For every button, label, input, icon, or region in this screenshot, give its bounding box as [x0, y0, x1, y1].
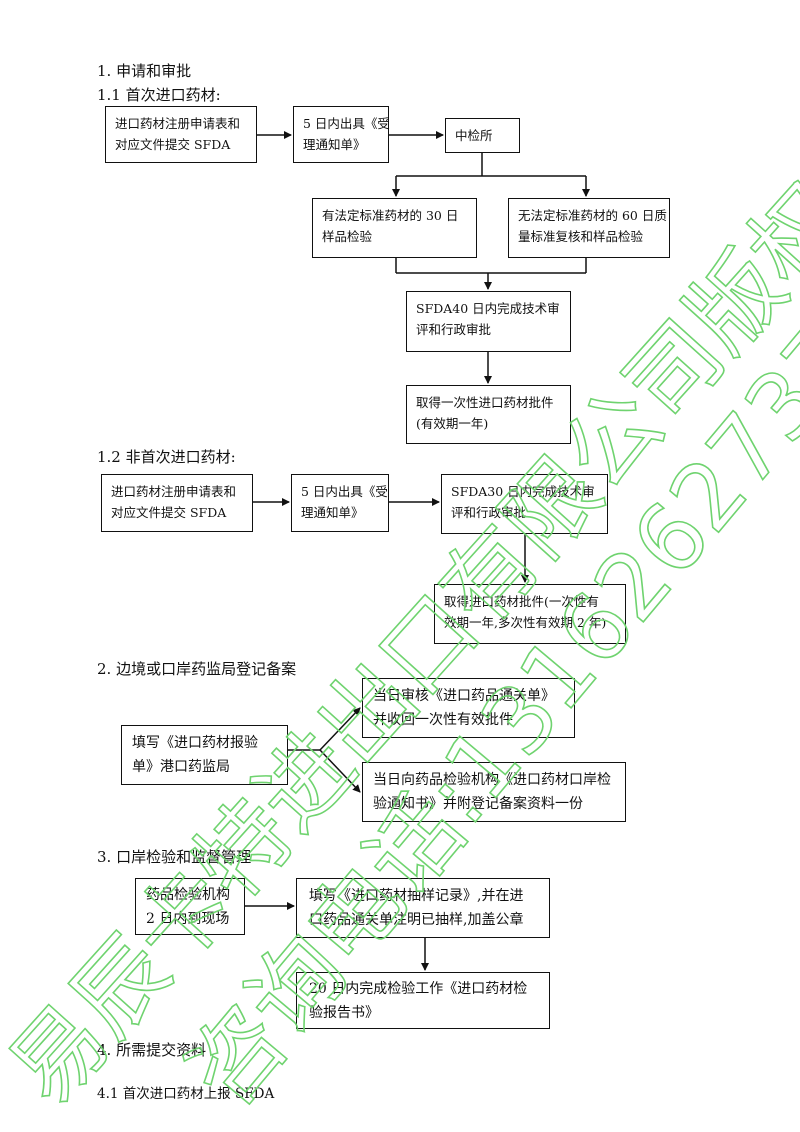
flow3-audit-line2: 并收回一次性有效批件: [373, 712, 513, 728]
section-heading-first-import-sfda: 4.1 首次进口药材上报 SFDA: [97, 1086, 275, 1102]
flow3-audit-box: 当日审核《进口药品通关单》 并收回一次性有效批件: [362, 678, 575, 738]
flow1-review-line2: 评和行政审批: [416, 322, 492, 337]
flow4-sampling-line1: 填写《进口药材抽样记录》,并在进: [309, 888, 524, 904]
section-heading-non-first-import: 1.2 非首次进口药材:: [97, 448, 236, 466]
section-heading-first-import: 1.1 首次进口药材:: [97, 86, 221, 104]
flow1-receipt-box: 5 日内出具《受 理通知单》: [293, 106, 390, 163]
flow2-submit-box: 进口药材注册申请表和 对应文件提交 SFDA: [101, 474, 253, 532]
flow2-approval-box: 取得进口药材批件(一次性有 效期一年,多次性有效期 2 年): [434, 584, 626, 644]
flow3-declaration-line1: 填写《进口药材报验: [132, 735, 258, 751]
flow4-report-line1: 20 日内完成检验工作《进口药材检: [309, 981, 528, 997]
flow1-standard-line1: 有法定标准药材的 30 日: [322, 208, 459, 223]
flow1-approval-box: 取得一次性进口药材批件 (有效期一年): [406, 385, 571, 444]
flow3-notify-line1: 当日向药品检验机构《进口药材口岸检: [373, 772, 611, 788]
flow3-notify-line2: 验通知书》并附登记备案资料一份: [373, 796, 583, 812]
flow3-declaration-line2: 单》港口药监局: [132, 759, 230, 775]
flow3-declaration-box: 填写《进口药材报验 单》港口药监局: [121, 725, 288, 785]
flow3-audit-line1: 当日审核《进口药品通关单》: [373, 688, 555, 704]
flow1-review-box: SFDA40 日内完成技术审 评和行政审批: [406, 291, 571, 352]
flow1-nonstandard-line2: 量标准复核和样品检验: [518, 229, 644, 244]
flow1-inspection-center-box: 中检所: [445, 118, 520, 153]
flow1-review-line1: SFDA40 日内完成技术审: [416, 301, 560, 316]
flow4-sampling-line2: 口药品通关单注明已抽样,加盖公章: [309, 912, 524, 928]
flow4-agency-line2: 2 日内到现场: [146, 911, 230, 927]
flow1-standard-line2: 样品检验: [322, 229, 373, 244]
flow2-receipt-box: 5 日内出具《受 理通知单》: [291, 474, 389, 532]
flow1-nonstandard-box: 无法定标准药材的 60 日质 量标准复核和样品检验: [508, 198, 670, 258]
flow4-sampling-box: 填写《进口药材抽样记录》,并在进 口药品通关单注明已抽样,加盖公章: [296, 878, 550, 938]
section-heading-port-inspection: 3. 口岸检验和监督管理: [97, 848, 252, 866]
section-heading-port-registration: 2. 边境或口岸药监局登记备案: [97, 660, 297, 678]
flow1-receipt-line2: 理通知单》: [303, 137, 366, 152]
flow1-submit-line1: 进口药材注册申请表和: [115, 116, 241, 131]
flow3-notify-box: 当日向药品检验机构《进口药材口岸检 验通知书》并附登记备案资料一份: [362, 762, 626, 822]
flow4-report-line2: 验报告书》: [309, 1005, 379, 1021]
flow1-receipt-line1: 5 日内出具《受: [303, 116, 390, 131]
flow1-submit-box: 进口药材注册申请表和 对应文件提交 SFDA: [105, 106, 257, 163]
flow4-agency-line1: 药品检验机构: [146, 887, 230, 903]
flow2-review-line2: 评和行政审批: [451, 505, 527, 520]
flow4-report-box: 20 日内完成检验工作《进口药材检 验报告书》: [296, 972, 550, 1029]
flow2-receipt-line2: 理通知单》: [301, 505, 364, 520]
flow2-submit-line1: 进口药材注册申请表和: [111, 484, 237, 499]
flow1-approval-line2: (有效期一年): [416, 416, 489, 431]
flow2-approval-line2: 效期一年,多次性有效期 2 年): [444, 615, 607, 630]
flow1-inspection-center-label: 中检所: [455, 128, 493, 143]
section-heading-apply: 1. 申请和审批: [97, 62, 192, 80]
flow4-agency-box: 药品检验机构 2 日内到现场: [135, 878, 245, 935]
flow1-nonstandard-line1: 无法定标准药材的 60 日质: [518, 208, 667, 223]
section-heading-required-docs: 4. 所需提交资料: [97, 1041, 207, 1059]
flow1-approval-line1: 取得一次性进口药材批件: [416, 395, 554, 410]
flow2-review-box: SFDA30 日内完成技术审 评和行政审批: [441, 474, 608, 534]
flow1-standard-box: 有法定标准药材的 30 日 样品检验: [312, 198, 477, 258]
flow2-review-line1: SFDA30 日内完成技术审: [451, 484, 595, 499]
flow2-approval-line1: 取得进口药材批件(一次性有: [444, 594, 599, 609]
flow1-submit-line2: 对应文件提交 SFDA: [115, 137, 231, 152]
flow2-receipt-line1: 5 日内出具《受: [301, 484, 388, 499]
flow2-submit-line2: 对应文件提交 SFDA: [111, 505, 227, 520]
